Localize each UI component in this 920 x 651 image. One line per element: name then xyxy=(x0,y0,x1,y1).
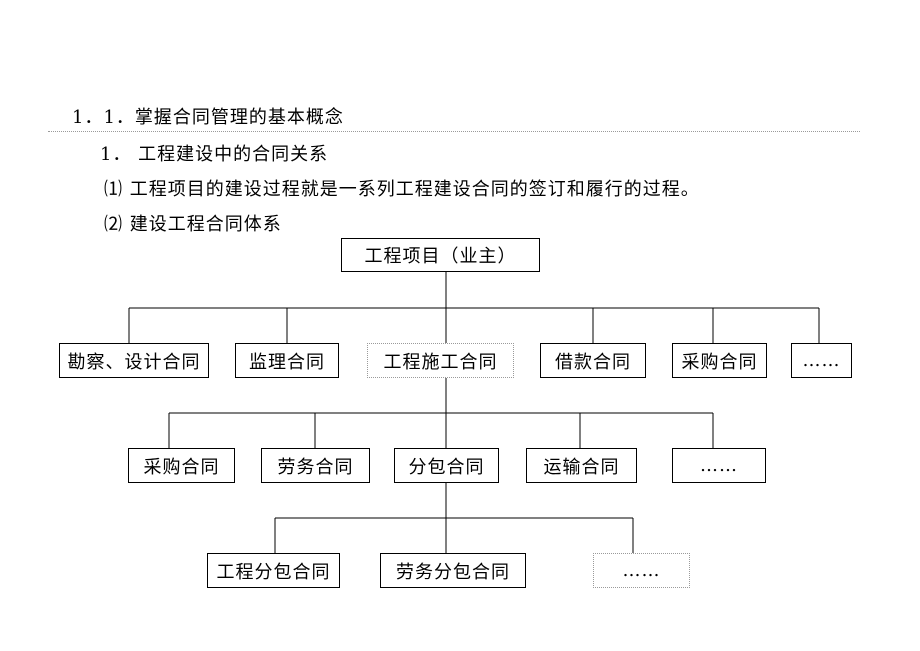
section-heading: 1．1．掌握合同管理的基本概念 xyxy=(72,107,344,128)
item-2: ⑵ 建设工程合同体系 xyxy=(104,214,282,235)
node-subcontract: 分包合同 xyxy=(394,448,499,483)
node-procurement-contract-l2: 采购合同 xyxy=(128,448,235,483)
subheading: 1． 工程建设中的合同关系 xyxy=(100,144,329,165)
node-labor-contract: 劳务合同 xyxy=(261,448,370,483)
node-supervision-contract: 监理合同 xyxy=(235,343,339,378)
node-more-l3: …… xyxy=(593,553,690,588)
node-transport-contract: 运输合同 xyxy=(526,448,637,483)
node-labor-subcontract: 劳务分包合同 xyxy=(380,553,526,588)
node-loan-contract: 借款合同 xyxy=(540,343,646,378)
node-engineering-subcontract: 工程分包合同 xyxy=(207,553,340,588)
node-procurement-contract: 采购合同 xyxy=(672,343,767,378)
node-construction-contract: 工程施工合同 xyxy=(367,343,514,378)
item-1: ⑴ 工程项目的建设过程就是一系列工程建设合同的签订和履行的过程。 xyxy=(104,179,700,200)
divider xyxy=(48,131,860,132)
node-more-l2: …… xyxy=(672,448,766,483)
node-more-l1: …… xyxy=(791,343,852,378)
root-node: 工程项目（业主） xyxy=(341,238,540,272)
node-survey-design-contract: 勘察、设计合同 xyxy=(59,343,209,378)
